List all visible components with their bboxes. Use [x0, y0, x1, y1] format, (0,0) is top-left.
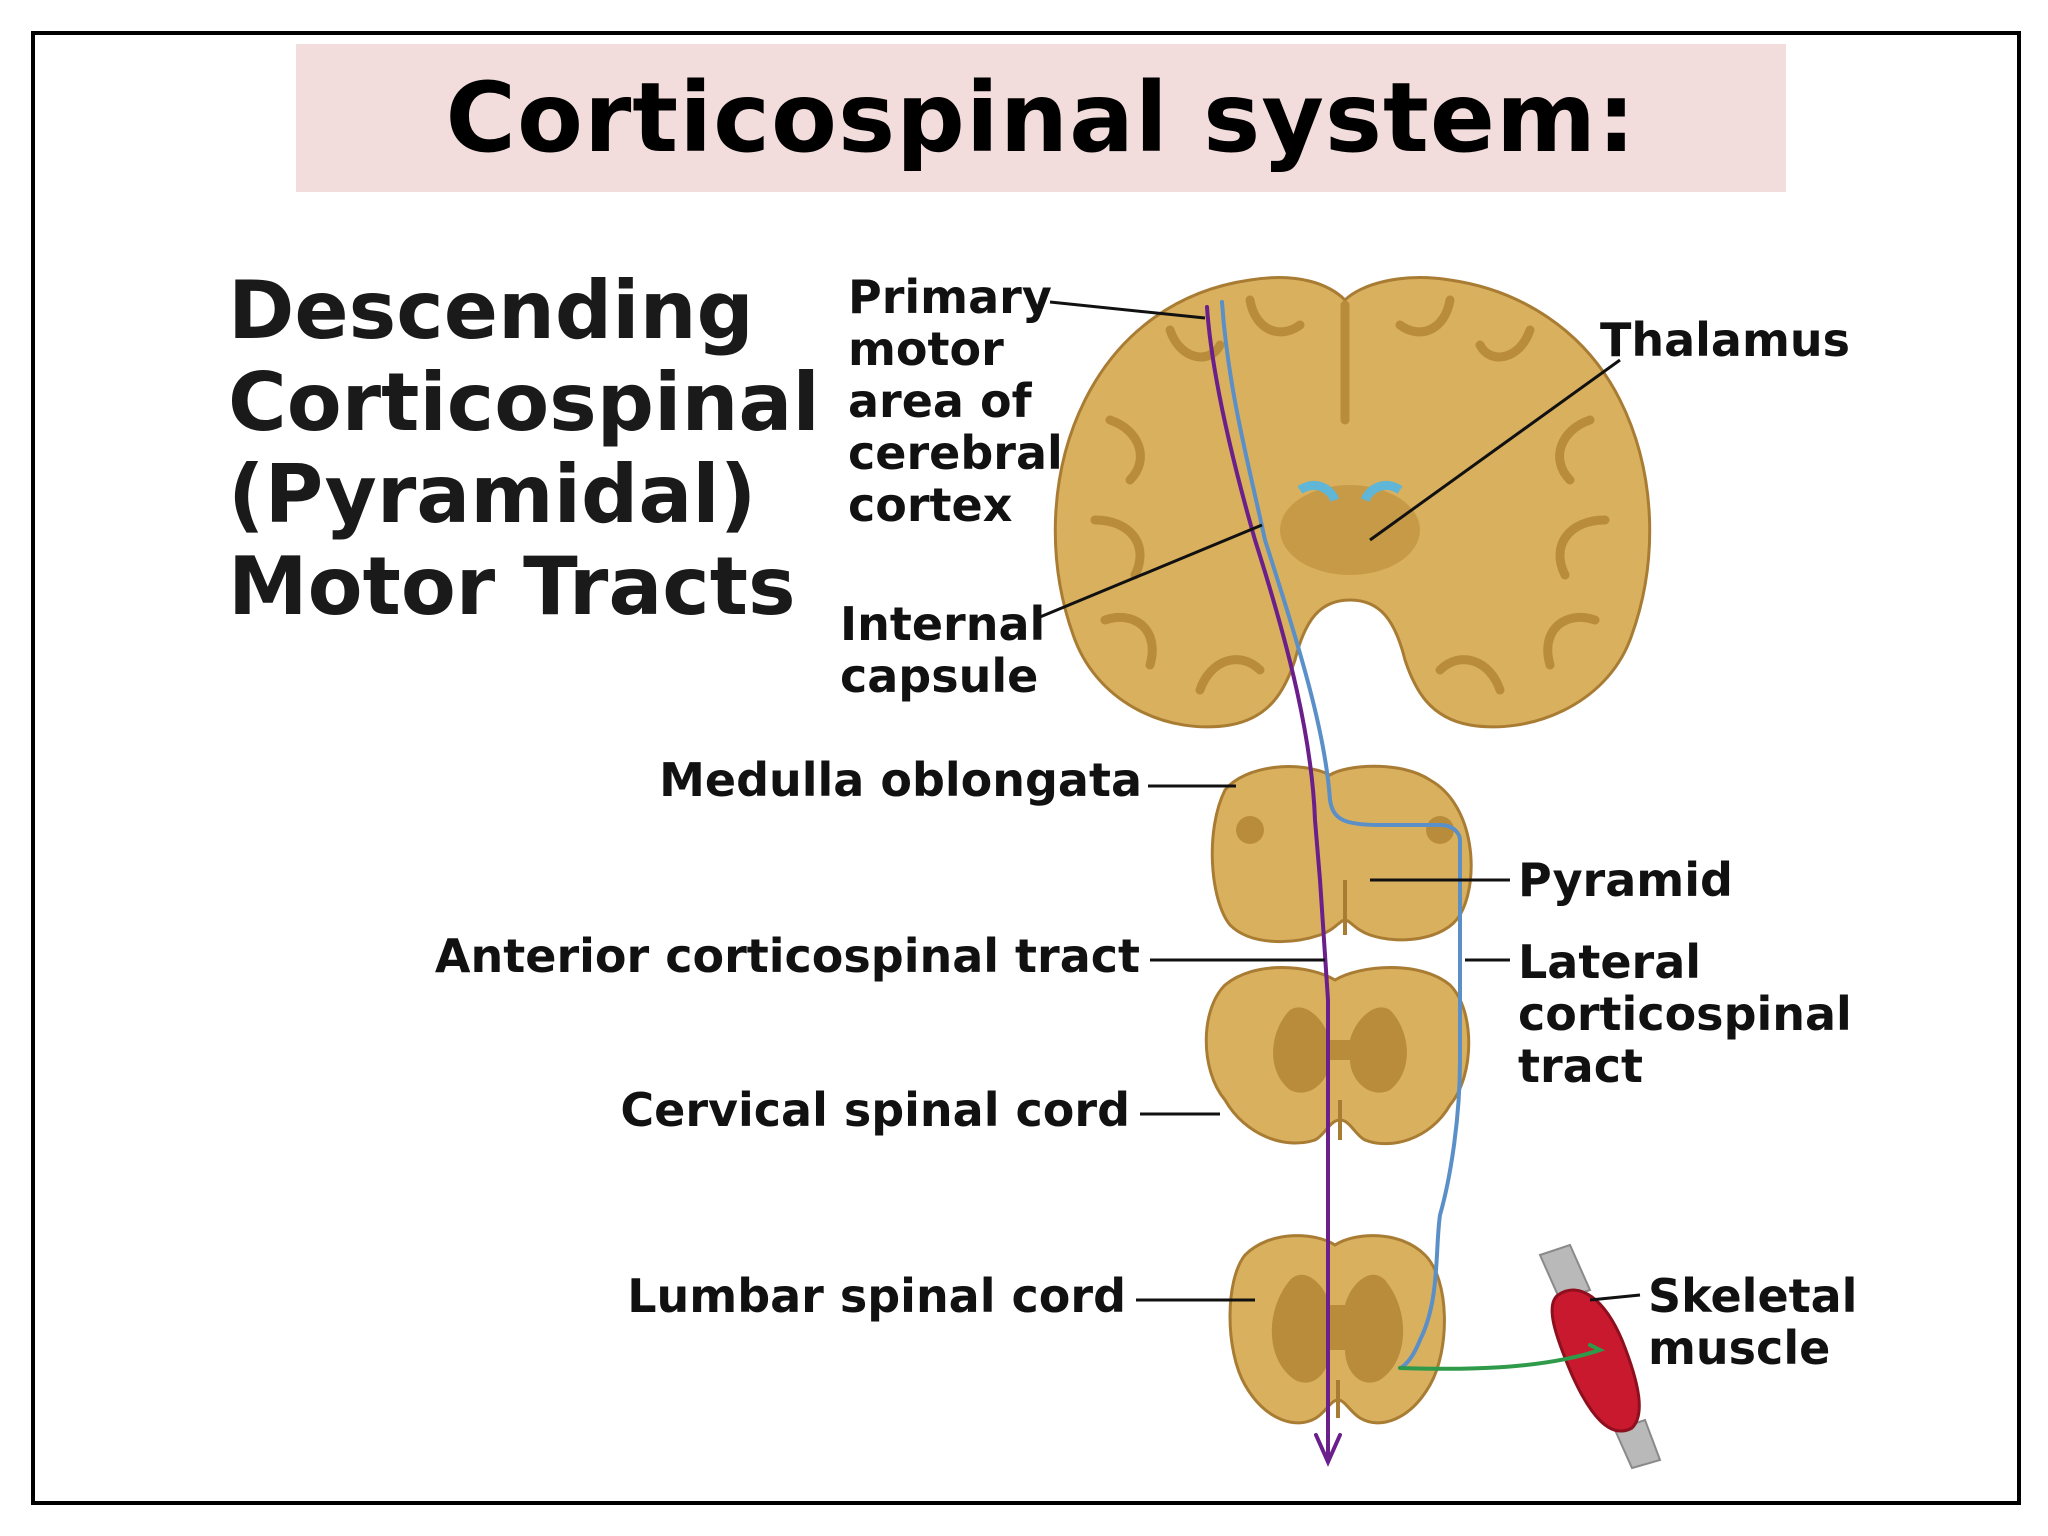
label-thalamus: Thalamus [1600, 313, 1850, 367]
lateral-pathway-line [1220, 300, 1462, 1370]
heading-line-3: (Pyramidal) [228, 448, 756, 541]
label-primary-motor-5: cortex [848, 478, 1012, 532]
label-lumbar-spinal-cord: Lumbar spinal cord [627, 1269, 1126, 1323]
label-internal-capsule-2: capsule [840, 649, 1038, 703]
motor-neuron-line [1398, 1343, 1606, 1371]
label-primary-motor-1: Primary [848, 270, 1052, 324]
figure-labels: Primary motor area of cerebral cortex Th… [435, 270, 1858, 1375]
slide-frame [31, 31, 2021, 1505]
ventricle-right [1360, 481, 1403, 503]
label-pyramid: Pyramid [1518, 853, 1733, 907]
label-skeletal-muscle-2: muscle [1648, 1321, 1830, 1375]
pathways [1205, 300, 1606, 1467]
title-banner: Corticospinal system: [296, 44, 1786, 192]
ventricle-left [1297, 481, 1340, 503]
label-cervical-spinal-cord: Cervical spinal cord [620, 1083, 1130, 1137]
lumbar-cord-section-icon [1228, 1234, 1446, 1425]
label-skeletal-muscle-1: Skeletal [1648, 1269, 1857, 1323]
anterior-pathway-line [1205, 305, 1330, 1457]
heading-line-2: Corticospinal [228, 356, 820, 449]
label-lateral-tract-3: tract [1518, 1039, 1643, 1093]
brain-coronal-section-icon [1053, 276, 1652, 729]
slide-title: Corticospinal system: [445, 62, 1637, 174]
figure-heading: Descending Corticospinal (Pyramidal) Mot… [228, 264, 820, 633]
label-lateral-tract-1: Lateral [1518, 935, 1701, 989]
label-lateral-tract-2: corticospinal [1518, 987, 1852, 1041]
label-primary-motor-3: area of [848, 374, 1033, 428]
label-primary-motor-4: cerebral [848, 426, 1063, 480]
cervical-cord-section-icon [1204, 966, 1471, 1146]
label-primary-motor-2: motor [848, 322, 1004, 376]
arrow-down-icon [1314, 1433, 1342, 1467]
heading-line-4: Motor Tracts [228, 540, 796, 633]
label-internal-capsule-1: Internal [840, 597, 1045, 651]
skeletal-muscle-icon [1538, 1243, 1662, 1470]
heading-line-1: Descending [228, 264, 754, 357]
leader-lines [1039, 300, 1641, 1302]
label-medulla-oblongata: Medulla oblongata [659, 753, 1142, 807]
label-anterior-corticospinal-tract: Anterior corticospinal tract [435, 929, 1140, 983]
medulla-section-icon [1210, 764, 1473, 944]
